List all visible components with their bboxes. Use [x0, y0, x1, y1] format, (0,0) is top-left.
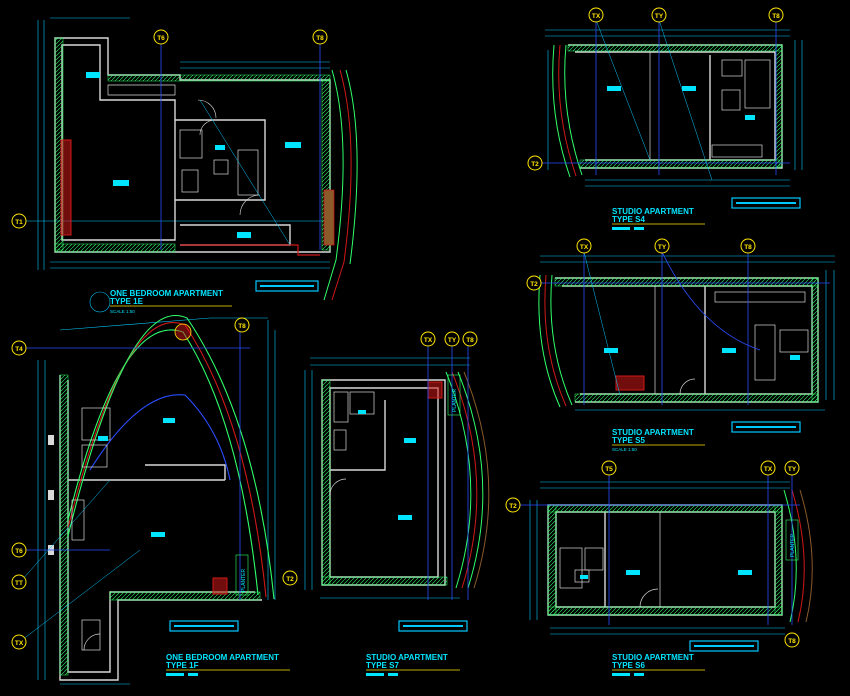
title-block-s6: STUDIO APARTMENT TYPE S6: [612, 640, 759, 676]
grid-markers-s4: TX TY T8 T2: [527, 7, 784, 171]
grid-marker: TX: [11, 634, 27, 650]
grid-marker-label: TX: [592, 13, 601, 20]
planter-label: PLANTER: [452, 389, 458, 412]
grid-marker: TT: [11, 574, 27, 590]
plan-type-s4: [540, 19, 803, 187]
grid-marker-label: TY: [655, 13, 664, 20]
grid-marker-label: TY: [448, 337, 457, 344]
planter-label-1f: PLANTER: [235, 554, 249, 596]
plan-title: STUDIO APARTMENT: [366, 653, 448, 662]
grid-marker: T2: [527, 155, 543, 171]
grid-marker: TX: [420, 331, 436, 347]
title-block-1e: ONE BEDROOM APARTMENT TYPE 1E SCALE 1:50: [89, 280, 319, 314]
grid-marker-label: T2: [530, 281, 538, 288]
grid-marker-label: T8: [466, 337, 474, 344]
planter-label-s6: PLANTER: [785, 519, 799, 561]
grid-markers-s5: TX TY T8 T2: [526, 238, 756, 291]
grid-marker: T8: [784, 632, 800, 648]
grid-marker: TY: [651, 7, 667, 23]
grid-marker: T8: [740, 238, 756, 254]
plan-title: ONE BEDROOM APARTMENT: [110, 289, 223, 298]
grid-marker-label: T1: [15, 219, 23, 226]
grid-markers-1e: T6 T8 T1: [11, 29, 328, 229]
grid-marker: T8: [234, 317, 250, 333]
plan-subtitle: TYPE S5: [612, 436, 645, 445]
plan-scale: SCALE 1:50: [612, 447, 637, 452]
grid-marker-label: T2: [509, 503, 517, 510]
plan-subtitle: TYPE S4: [612, 215, 645, 224]
plan-type-s7: PLANTER: [304, 345, 490, 600]
grid-marker: T8: [768, 7, 784, 23]
grid-marker-label: TX: [424, 337, 433, 344]
grid-marker: TY: [654, 238, 670, 254]
planter-label: PLANTER: [790, 534, 796, 557]
plan-type-1f: PLANTER: [21, 315, 276, 685]
title-block-1f: ONE BEDROOM APARTMENT TYPE 1F: [166, 620, 290, 676]
grid-marker: T4: [11, 340, 27, 356]
grid-marker-label: T6: [15, 548, 23, 555]
title-block-s5: STUDIO APARTMENT TYPE S5 SCALE 1:50: [612, 421, 801, 452]
grid-marker-label: T8: [238, 323, 246, 330]
grid-marker: T5: [601, 460, 617, 476]
plan-scale: SCALE 1:50: [110, 309, 135, 314]
grid-marker: TX: [760, 460, 776, 476]
grid-marker: T6: [153, 29, 169, 45]
grid-marker-label: TT: [15, 580, 23, 587]
plan-type-s5: [538, 251, 835, 411]
plan-type-1e: [20, 17, 358, 301]
grid-markers-1f: T4 T8 T6 TT TX: [11, 317, 250, 650]
grid-marker-label: T8: [772, 13, 780, 20]
grid-marker: T8: [462, 331, 478, 347]
grid-marker: TX: [576, 238, 592, 254]
grid-marker-label: TX: [15, 640, 24, 647]
title-block-s4: STUDIO APARTMENT TYPE S4: [612, 197, 801, 230]
grid-marker-label: TX: [580, 244, 589, 251]
grid-marker: T2: [282, 570, 298, 586]
grid-marker-label: T2: [531, 161, 539, 168]
grid-marker-label: TX: [764, 466, 773, 473]
grid-marker-label: T8: [744, 244, 752, 251]
grid-marker-label: TY: [788, 466, 797, 473]
grid-marker: T8: [312, 29, 328, 45]
grid-marker-label: T8: [788, 638, 796, 645]
grid-marker-label: T6: [157, 35, 165, 42]
grid-marker: T2: [505, 497, 521, 513]
plan-subtitle: TYPE S7: [366, 661, 399, 670]
grid-marker: TY: [444, 331, 460, 347]
plan-title: ONE BEDROOM APARTMENT: [166, 653, 279, 662]
grid-markers-s6: T5 TX TY T2 T8: [505, 460, 800, 648]
grid-marker-label: TY: [658, 244, 667, 251]
grid-markers-s7: TX TY T8 T2: [282, 331, 478, 586]
plan-subtitle: TYPE 1E: [110, 297, 144, 306]
planter-label-s7: PLANTER: [447, 374, 461, 416]
grid-marker-label: T5: [605, 466, 613, 473]
grid-marker-label: T2: [286, 576, 294, 583]
grid-marker: T1: [11, 213, 27, 229]
plan-title: STUDIO APARTMENT: [612, 428, 694, 437]
grid-marker-label: T4: [15, 346, 23, 353]
grid-marker-label: T8: [316, 35, 324, 42]
plan-subtitle: TYPE S6: [612, 661, 645, 670]
plan-type-s6: PLANTER: [520, 470, 813, 635]
plan-title: STUDIO APARTMENT: [612, 653, 694, 662]
plan-title: STUDIO APARTMENT: [612, 207, 694, 216]
title-block-s7: STUDIO APARTMENT TYPE S7: [366, 620, 468, 676]
grid-marker: T6: [11, 542, 27, 558]
plan-subtitle: TYPE 1F: [166, 661, 199, 670]
grid-marker: T2: [526, 275, 542, 291]
planter-label: PLANTER: [241, 569, 247, 592]
grid-marker: TX: [588, 7, 604, 23]
grid-marker: TY: [784, 460, 800, 476]
